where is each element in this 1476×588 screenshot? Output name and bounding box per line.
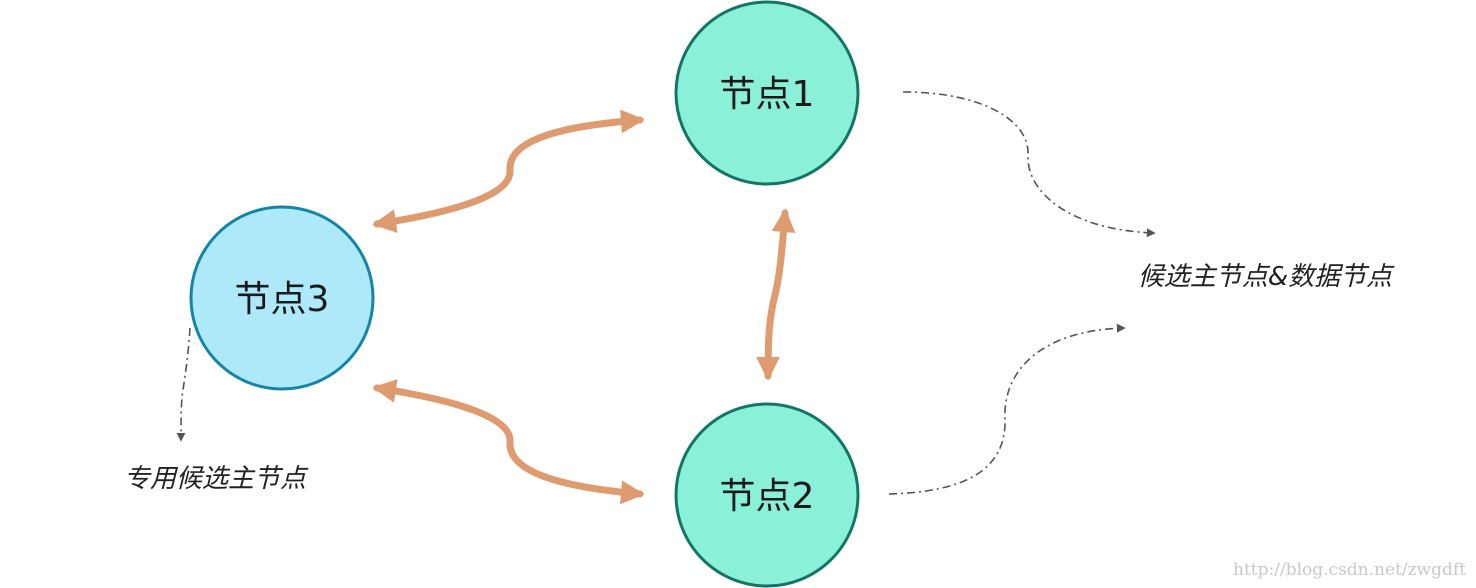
dashed-arrow-node2-role bbox=[888, 323, 1126, 495]
dashed-arrow-node3-role bbox=[176, 327, 191, 442]
connection-node3-node2 bbox=[372, 379, 645, 505]
connection-node3-node1 bbox=[372, 109, 645, 233]
node-2-label: 节点2 bbox=[720, 476, 815, 517]
node-1-circle bbox=[674, 0, 860, 186]
dashed-arrow-node1-role bbox=[902, 91, 1156, 238]
label-dedicated-master: 专用候选主节点 bbox=[124, 464, 309, 494]
node-2: 节点2 bbox=[674, 402, 860, 588]
node-1-label: 节点1 bbox=[720, 74, 815, 115]
node-3-circle bbox=[189, 205, 375, 391]
node-1: 节点1 bbox=[674, 0, 860, 186]
node-3-label: 节点3 bbox=[235, 279, 330, 320]
watermark: http://blog.csdn.net/zwgdft bbox=[1233, 560, 1466, 580]
node-3: 节点3 bbox=[189, 205, 375, 391]
node-2-circle bbox=[674, 402, 860, 588]
connection-node1-node2 bbox=[756, 208, 796, 381]
label-candidate-master-data: 候选主节点&数据节点 bbox=[1138, 262, 1395, 292]
